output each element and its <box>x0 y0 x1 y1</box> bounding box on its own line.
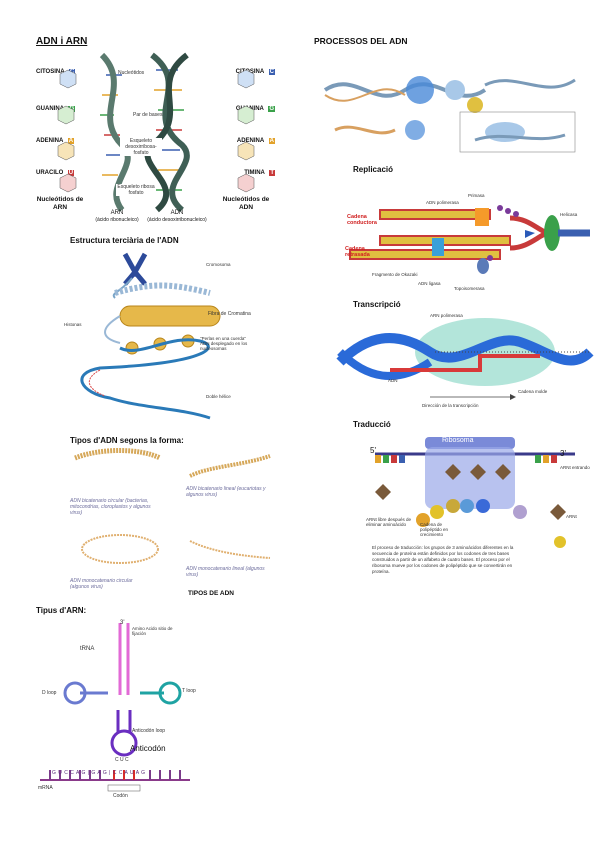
codon-label: Codón <box>113 793 128 799</box>
label-adn-ligasa: ADN ligasa <box>418 281 441 286</box>
traduccio-three-prime: 3' <box>560 449 566 458</box>
arn-name: ARN <box>110 210 124 216</box>
base-name: TIMINA <box>244 170 265 176</box>
trna-anticodon-label: Anticodón <box>130 744 166 753</box>
label-fibra: Fibra de Cromatina <box>208 311 251 317</box>
base-letter: A <box>67 138 75 144</box>
adn-label: ADN(ácido desoxirribonucleico) <box>142 210 212 224</box>
nucleotidos-adn-label: Nucleótidos de ADN <box>222 196 270 211</box>
label-histonas: Histonas <box>64 322 82 327</box>
base-item: TIMINA T <box>215 161 275 189</box>
base-name: ADENINA <box>236 138 265 144</box>
base-name: ADENINA <box>36 138 64 144</box>
label-primasa: Primasa <box>468 193 485 198</box>
base-name: CITOSINA <box>36 69 65 75</box>
label-cromosoma: Cromosoma <box>206 262 231 267</box>
caption-bicatenario-circular: ADN bicatenario circular (bacterias, mit… <box>70 498 151 516</box>
trna-label: tRNA <box>80 646 95 652</box>
helix-label-par-bases: Par de bases <box>133 112 163 118</box>
trna-amino-label: Amino Acido sitio de fijación <box>132 626 173 636</box>
label-cadena-molde: Cadena molde <box>518 389 548 394</box>
base-letter: G <box>268 106 275 112</box>
base-name: URACILO <box>36 170 64 176</box>
dna-types-illustration <box>74 448 271 564</box>
mrna-sequence: G U C C A G | G A G | C C A U A G <box>52 770 146 776</box>
label-cadena-polipeptido: Cadena de polipéptido en crecimiento <box>420 522 449 537</box>
helix-label-esqueleto-ribosa: Esqueleto ribosa fosfato <box>116 184 156 196</box>
rna-molecules-illustration <box>57 69 77 193</box>
section-title-replicacio: Replicació <box>353 165 394 174</box>
section-title-adn-arn: ADN i ARN <box>36 36 88 47</box>
label-direccion-transcripcio: Dirección de la transcripción <box>422 403 479 408</box>
traduccio-five-prime: 5' <box>370 446 376 455</box>
label-arnt: ARNt <box>566 514 577 519</box>
label-helicasa: Helicasa <box>560 212 578 217</box>
base-letter: U <box>67 170 75 176</box>
label-okazaki: Fragmento de Okazaki <box>372 272 418 277</box>
label-arnt-entrando: ARNt entrando <box>560 465 590 470</box>
label-arnt-despues: ARNt libre después de eliminar aminoácid… <box>366 517 412 527</box>
trna-dloop-label: D loop <box>42 690 57 696</box>
adn-subtitle: (ácido desoxirribonucleico) <box>147 217 207 223</box>
base-item: URACILO U <box>36 161 96 189</box>
label-adn-transcripcio: ADN <box>388 378 398 383</box>
dna-processes-illustration <box>323 76 576 153</box>
label-arn-polimerasa: ARN polimerasa <box>430 313 463 318</box>
label-perlas: "Perlas en una cuerda" ADN desplegado en… <box>200 336 248 351</box>
helix-label-nucleotidos: Nucleótidos <box>118 70 145 76</box>
base-name: GUANINA <box>36 106 64 112</box>
mrna-label: mRNA <box>38 785 53 791</box>
chromatin-structure-illustration <box>80 252 221 420</box>
section-title-estructura: Estructura terciària de l'ADN <box>70 236 179 245</box>
section-title-tipos-adn: Tipos d'ADN segons la forma: <box>70 436 184 445</box>
section-title-procesos: PROCESSOS DEL ADN <box>314 36 408 46</box>
label-doble-helice: Doble hélice <box>206 394 231 399</box>
label-topoisomerasa: Topoisomerasa <box>454 286 485 291</box>
caption-monocatenario-circular: ADN monocatenario circular (algunos viru… <box>70 578 133 590</box>
nucleotidos-arn-label: Nucleótidos de ARN <box>36 196 84 211</box>
base-item: ADENINA A <box>36 129 96 161</box>
translation-illustration <box>375 437 575 548</box>
section-title-transcripcio: Transcripció <box>353 300 401 309</box>
trna-illustration <box>40 623 190 792</box>
trna-tloop-label: T loop <box>182 688 196 694</box>
label-cadena-retrasada: Cadena retrasada <box>345 246 370 258</box>
base-item: ADENINA A <box>215 129 275 161</box>
caption-monocatenario-lineal: ADN monocatenario lineal (algunos virus) <box>186 566 265 578</box>
helix-label-esqueleto-desoxi: Esqueleto desoxirribosa-fosfato <box>120 138 162 156</box>
replication-illustration <box>349 205 590 274</box>
trna-three-prime: 3' <box>120 620 125 626</box>
section-title-tipos-arn: Tipus d'ARN: <box>36 606 87 615</box>
trna-anticodon-seq: C U C <box>115 757 129 763</box>
label-adn-polimerasa: ADN polimerasa <box>426 200 459 205</box>
trna-anticodon-loop-label: Anticodón loop <box>132 728 166 734</box>
base-letter: T <box>269 170 275 176</box>
traduccio-caption: El proceso de traducción: los grupos de … <box>372 545 514 574</box>
dna-molecules-illustration <box>237 69 255 193</box>
label-cadena-conductora: Cadena conductora <box>347 214 377 226</box>
adn-name: ADN <box>170 210 184 216</box>
arn-label: ARN(ácido ribonucleico) <box>92 210 142 224</box>
caption-bicatenario-lineal: ADN bicatenario lineal (eucariotas y alg… <box>186 486 266 498</box>
transcription-illustration <box>336 318 594 400</box>
tipos-adn-footer: TIPOS DE ADN <box>188 590 234 597</box>
arn-subtitle: (ácido ribonucleico) <box>95 217 139 223</box>
section-title-traduccio: Traducció <box>353 420 391 429</box>
base-letter: A <box>268 138 275 144</box>
ribosoma-label: Ribosoma <box>442 437 474 444</box>
base-letter: C <box>268 69 275 75</box>
